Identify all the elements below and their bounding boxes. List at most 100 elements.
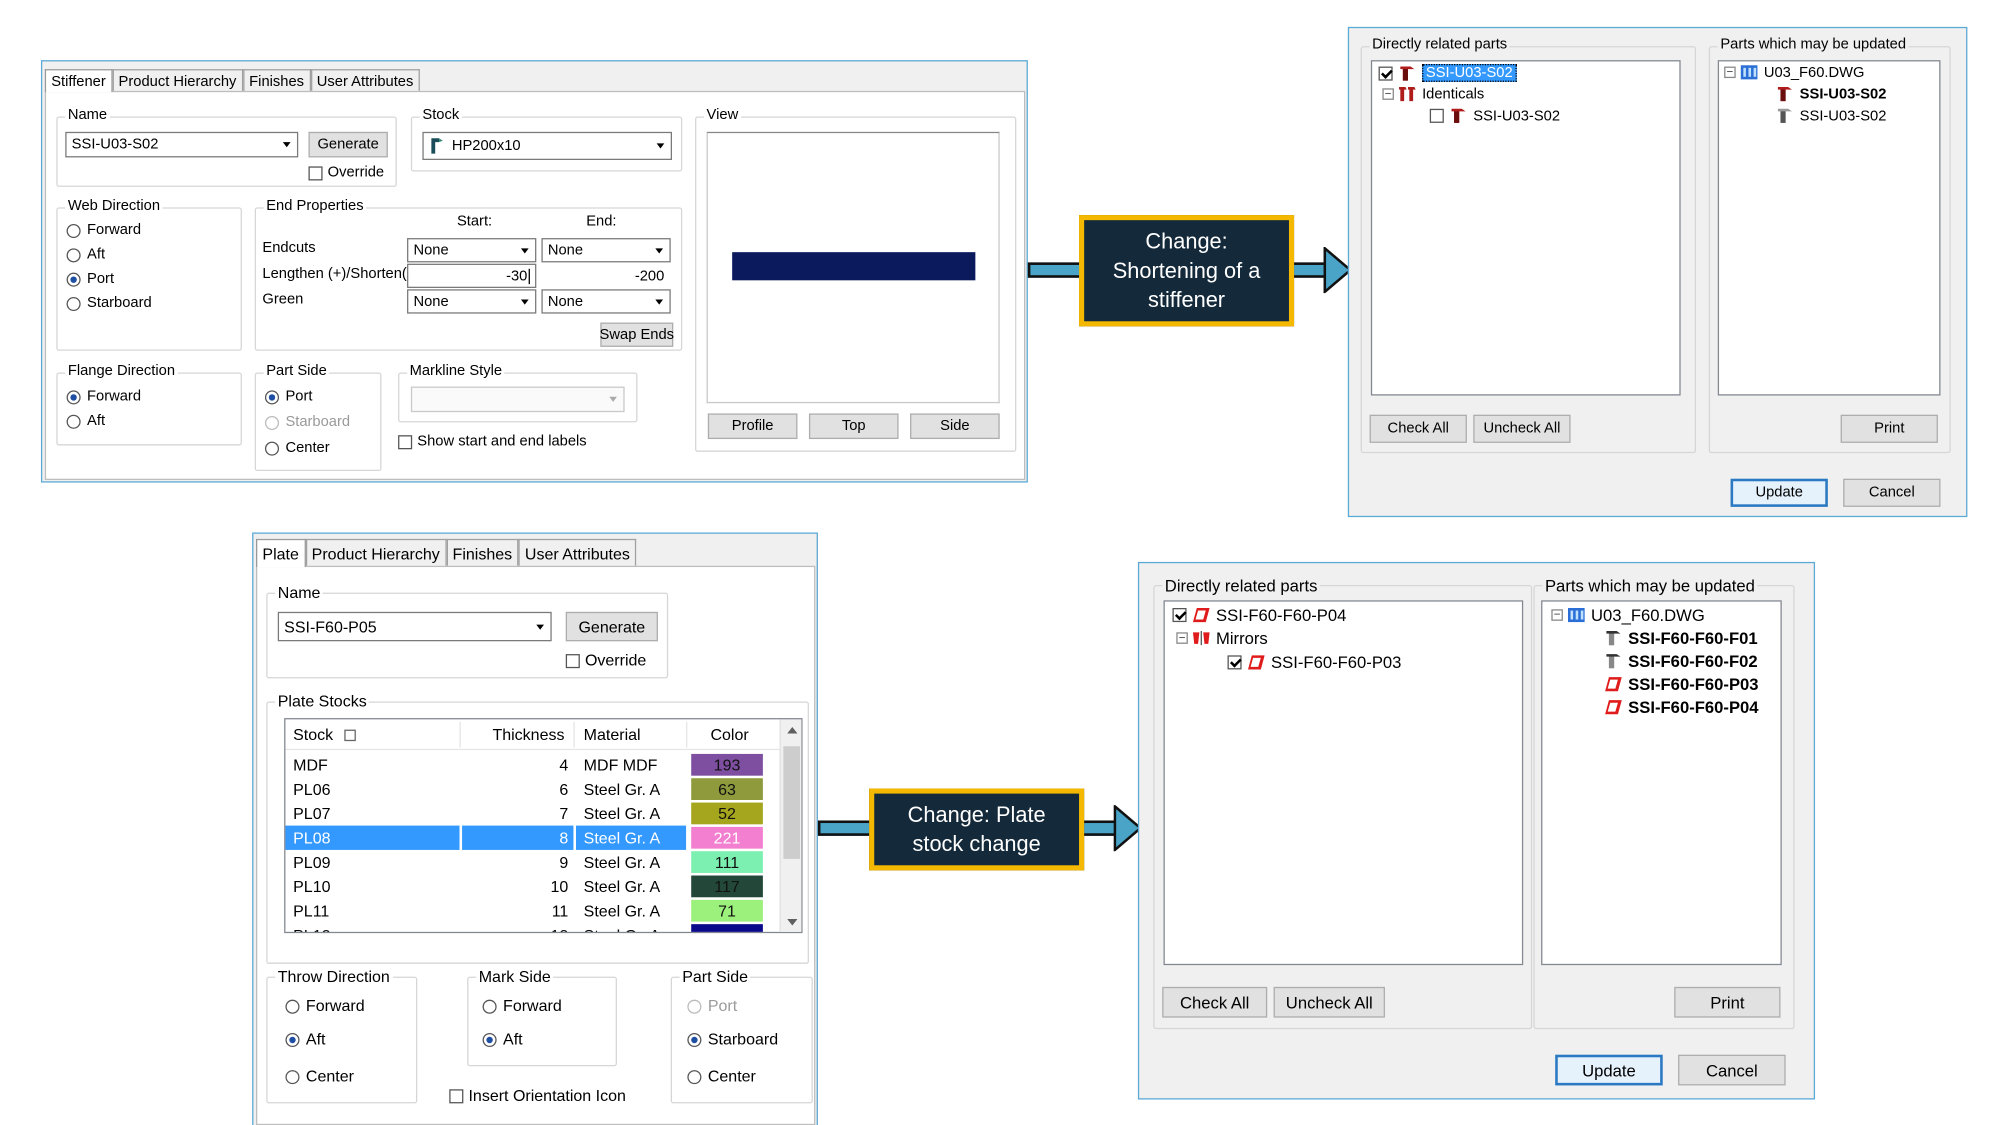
override-checkbox[interactable]: Override xyxy=(308,165,384,180)
cancel-button[interactable]: Cancel xyxy=(1843,478,1941,507)
top-button[interactable]: Top xyxy=(808,413,899,440)
tab-product-hierarchy[interactable]: Product Hierarchy xyxy=(112,69,243,93)
scroll-up-icon[interactable] xyxy=(787,727,798,734)
plate-generate-button[interactable]: Generate xyxy=(565,611,658,642)
tree-node-child[interactable]: SSI-U03-S02 xyxy=(1775,108,1886,125)
header-stock[interactable]: Stock xyxy=(293,719,357,750)
plate-center-radio[interactable]: Center xyxy=(687,1068,756,1085)
header-checkbox[interactable] xyxy=(344,728,357,741)
part-center-radio[interactable]: Center xyxy=(264,440,330,456)
endcuts-start-combo[interactable]: None xyxy=(407,238,537,263)
header-thickness[interactable]: Thickness xyxy=(461,719,569,750)
tree-node-root[interactable]: SSI-F60-F60-P04 xyxy=(1172,605,1346,625)
web-aft-radio[interactable]: Aft xyxy=(66,247,105,262)
tab-user-attributes[interactable]: User Attributes xyxy=(310,69,420,93)
tree-node-child[interactable]: SSI-F60-F60-P03 xyxy=(1604,675,1759,694)
tree-node-child[interactable]: SSI-U03-S02 xyxy=(1775,86,1886,103)
update-button[interactable]: Update xyxy=(1730,478,1828,507)
stock-combo[interactable]: HP200x10 xyxy=(422,131,672,160)
profile-button[interactable]: Profile xyxy=(707,413,798,440)
web-forward-radio[interactable]: Forward xyxy=(66,223,141,238)
lengthen-start-input[interactable]: -30 xyxy=(407,263,537,288)
uncheck-all-button[interactable]: Uncheck All xyxy=(1473,414,1571,443)
print-button[interactable]: Print xyxy=(1840,414,1938,443)
tree-node-root[interactable]: − U03_F60.DWG xyxy=(1724,64,1864,81)
tree-node-group[interactable]: − Mirrors xyxy=(1176,628,1268,648)
part-port-radio[interactable]: Port xyxy=(264,389,312,404)
directly-related-tree[interactable]: SSI-U03-S02 − Identicals SSI-U03-S02 xyxy=(1370,60,1681,396)
print-button[interactable]: Print xyxy=(1674,986,1781,1018)
insert-orientation-checkbox[interactable]: Insert Orientation Icon xyxy=(449,1087,626,1105)
view-canvas[interactable] xyxy=(706,131,1000,404)
endcuts-end-combo[interactable]: None xyxy=(541,238,671,263)
tab-finishes[interactable]: Finishes xyxy=(242,69,311,93)
tab-plate[interactable]: Plate xyxy=(256,538,306,568)
plate-override-checkbox[interactable]: Override xyxy=(565,652,646,669)
swap-ends-button[interactable]: Swap Ends xyxy=(600,322,674,347)
collapse-icon[interactable]: − xyxy=(1551,609,1563,621)
scroll-down-icon[interactable] xyxy=(787,919,798,926)
table-row[interactable]: PL1212Steel Gr. A xyxy=(285,923,779,932)
collapse-icon[interactable]: − xyxy=(1382,88,1394,100)
tab-product-hierarchy[interactable]: Product Hierarchy xyxy=(305,538,447,568)
plate-name-combo[interactable]: SSI-F60-P05 xyxy=(277,611,552,642)
lengthen-end-input[interactable]: -200 xyxy=(541,263,671,288)
tree-node-root[interactable]: SSI-U03-S02 xyxy=(1378,64,1517,82)
vertical-scrollbar[interactable] xyxy=(779,719,802,932)
markline-combo[interactable] xyxy=(410,386,625,413)
parts-updated-tree[interactable]: − U03_F60.DWG SSI-U03-S02 SSI-U03-S02 xyxy=(1717,60,1941,396)
tree-node-group[interactable]: − Identicals xyxy=(1382,86,1484,103)
side-button[interactable]: Side xyxy=(910,413,1000,440)
web-starboard-radio[interactable]: Starboard xyxy=(66,296,152,311)
throw-aft-radio[interactable]: Aft xyxy=(285,1030,326,1048)
plate-port-radio[interactable]: Port xyxy=(687,997,737,1015)
show-labels-checkbox[interactable]: Show start and end labels xyxy=(398,434,587,449)
cancel-button[interactable]: Cancel xyxy=(1678,1054,1786,1086)
check-all-button[interactable]: Check All xyxy=(1369,414,1467,443)
flange-aft-radio[interactable]: Aft xyxy=(66,413,105,429)
tab-stiffener[interactable]: Stiffener xyxy=(44,69,113,93)
throw-forward-radio[interactable]: Forward xyxy=(285,997,365,1015)
scrollbar-thumb[interactable] xyxy=(783,746,800,859)
tree-node-child[interactable]: SSI-F60-F60-F01 xyxy=(1604,628,1758,648)
tree-checkbox[interactable] xyxy=(1378,65,1398,80)
collapse-icon[interactable]: − xyxy=(1724,66,1736,79)
flange-forward-radio[interactable]: Forward xyxy=(66,389,141,404)
tab-finishes[interactable]: Finishes xyxy=(446,538,519,568)
header-color[interactable]: Color xyxy=(687,719,771,750)
tree-node-child[interactable]: SSI-U03-S02 xyxy=(1429,108,1560,125)
part-starboard-radio[interactable]: Starboard xyxy=(264,415,350,430)
throw-center-radio[interactable]: Center xyxy=(285,1068,354,1085)
name-combo[interactable]: SSI-U03-S02 xyxy=(65,131,299,158)
tree-node-root[interactable]: − U03_F60.DWG xyxy=(1551,605,1705,625)
update-button[interactable]: Update xyxy=(1555,1054,1663,1086)
check-all-button[interactable]: Check All xyxy=(1162,986,1268,1018)
mark-forward-radio[interactable]: Forward xyxy=(482,997,562,1015)
tree-node-child[interactable]: SSI-F60-F60-F02 xyxy=(1604,652,1758,671)
tree-node-child[interactable]: SSI-F60-F60-P04 xyxy=(1604,698,1759,717)
plate-starboard-radio[interactable]: Starboard xyxy=(687,1030,778,1048)
web-port-radio[interactable]: Port xyxy=(66,271,114,287)
tree-checkbox[interactable] xyxy=(1227,655,1247,670)
parts-updated-tree[interactable]: − U03_F60.DWG SSI-F60-F60-F01 SSI-F60-F6… xyxy=(1541,600,1782,966)
generate-button[interactable]: Generate xyxy=(308,131,388,158)
green-start-combo[interactable]: None xyxy=(407,289,537,314)
uncheck-all-button[interactable]: Uncheck All xyxy=(1273,986,1385,1018)
green-end-combo[interactable]: None xyxy=(541,289,671,314)
tree-node-child[interactable]: SSI-F60-F60-P03 xyxy=(1227,653,1401,672)
collapse-icon[interactable]: − xyxy=(1176,632,1188,644)
mark-aft-radio[interactable]: Aft xyxy=(482,1030,523,1048)
directly-related-tree[interactable]: SSI-F60-F60-P04 − Mirrors SSI-F60-F60-P0… xyxy=(1163,600,1524,966)
tree-checkbox[interactable] xyxy=(1172,608,1191,623)
header-material[interactable]: Material xyxy=(584,719,641,750)
tree-checkbox[interactable] xyxy=(1429,108,1449,123)
tab-user-attributes[interactable]: User Attributes xyxy=(518,538,637,568)
